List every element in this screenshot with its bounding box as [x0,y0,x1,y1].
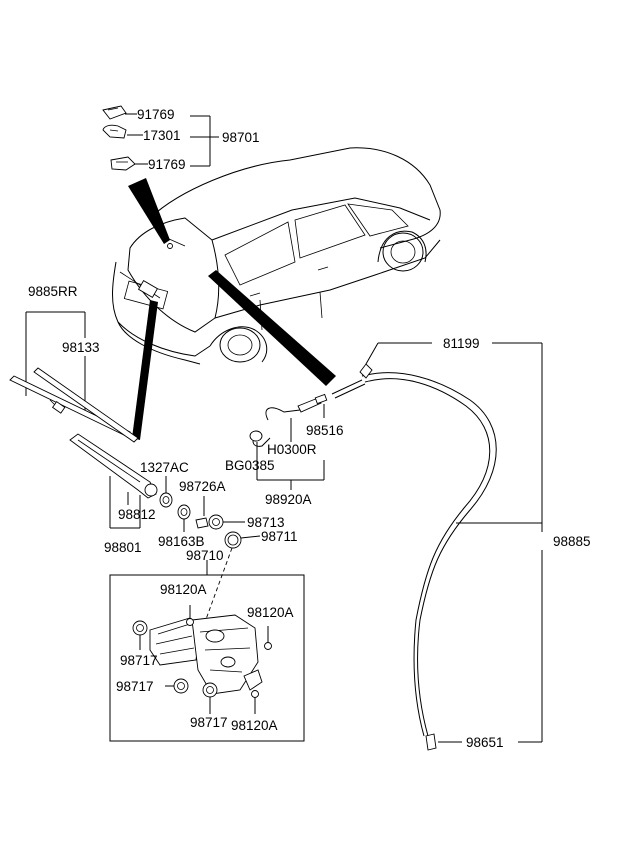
car-illustration [112,147,441,365]
leader-wedge-wiper [132,300,158,440]
nozzle-hose [249,393,328,490]
label-81199: 81199 [443,336,480,351]
label-98717-left: 98717 [120,653,158,668]
label-98710: 98710 [186,548,224,563]
label-98717-bottom: 98717 [190,715,228,730]
label-98701: 98701 [222,130,260,145]
label-98133: 98133 [62,340,100,355]
label-98920A: 98920A [265,492,312,507]
wiper-group [9,311,158,529]
label-98713: 98713 [247,515,285,530]
bolt-right [264,626,272,650]
label-98120A-right: 98120A [247,605,294,620]
label-91769-upper: 91769 [137,107,175,122]
label-98801: 98801 [104,540,142,555]
label-98516: 98516 [306,423,344,438]
bolt-top [186,605,194,626]
label-9885RR: 9885RR [28,284,78,299]
label-BG0385: BG0385 [225,458,275,473]
label-98726A: 98726A [179,479,226,494]
label-98120A-bottom: 98120A [231,718,278,733]
part-labels: 91769 17301 91769 98701 9885RR 98133 811… [28,107,591,750]
label-H0300R: H0300R [267,442,317,457]
bolt-bottom [251,690,259,714]
label-98812: 98812 [118,507,156,522]
label-98717-mid: 98717 [116,679,154,694]
pivot-hardware [159,476,261,549]
leader-wedge-hose [208,270,336,386]
motor-assembly [109,547,305,742]
label-98120A-top: 98120A [160,582,207,597]
label-98163B: 98163B [158,534,205,549]
label-17301: 17301 [143,128,181,143]
nozzle-group [102,105,219,171]
washer-hose [331,342,543,751]
label-98651: 98651 [466,735,504,750]
label-91769-lower: 91769 [148,157,186,172]
label-1327AC: 1327AC [140,460,189,475]
label-98885: 98885 [553,534,591,549]
label-98711: 98711 [261,529,298,544]
leader-wedge-nozzle [128,178,170,244]
